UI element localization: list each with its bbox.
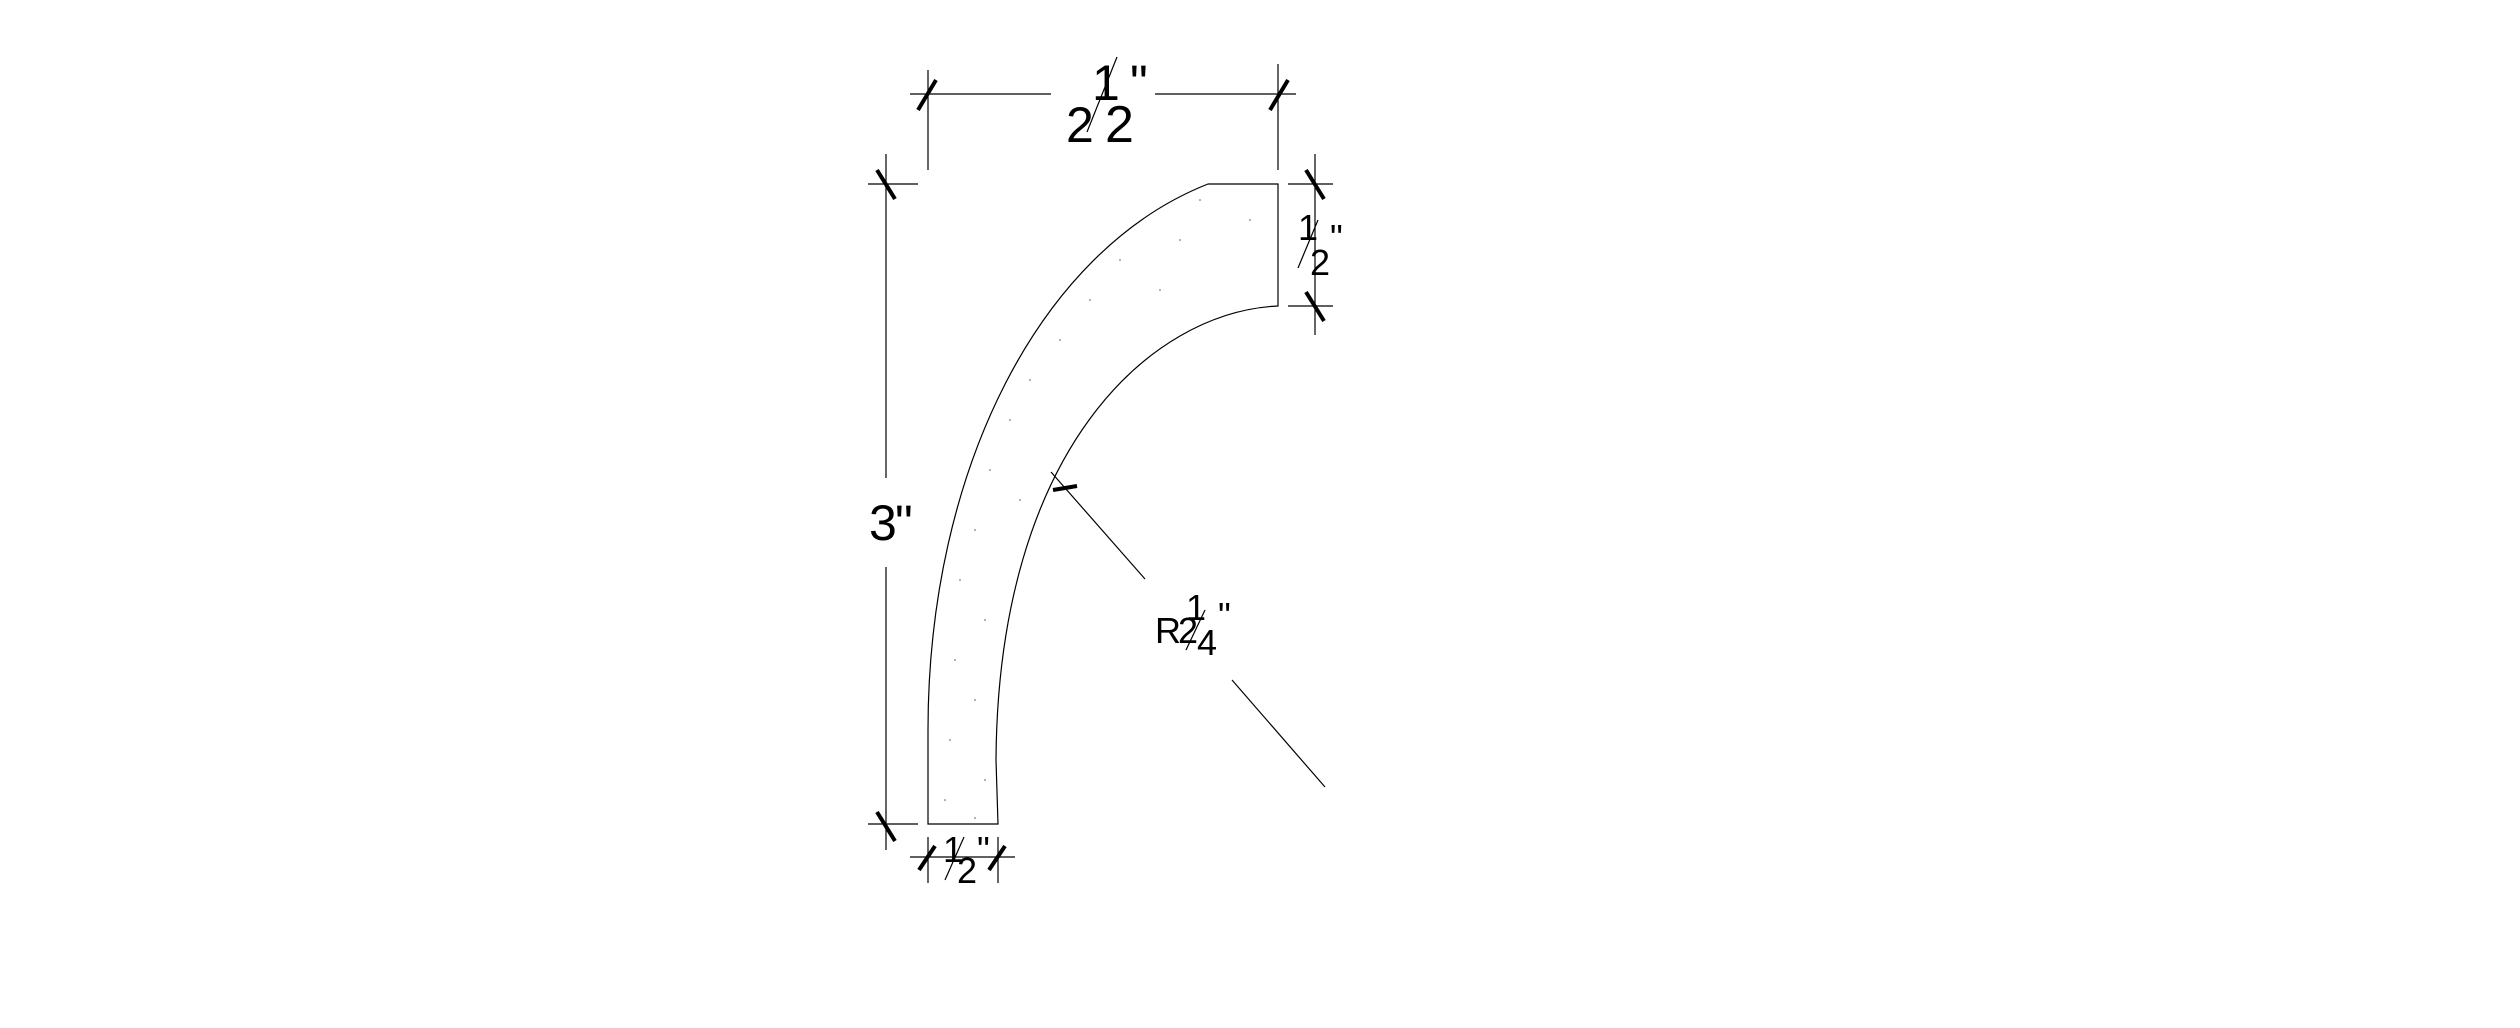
radius-dimension: R 2 1 4 " <box>1050 471 1326 788</box>
top-thickness-numerator: 1 <box>1298 207 1318 248</box>
top-thickness-denominator: 2 <box>1310 242 1330 283</box>
radius-prefix: R <box>1155 610 1181 651</box>
bottom-thickness-dimension: 1 2 " <box>910 829 1015 891</box>
bottom-thickness-denominator: 2 <box>957 850 977 891</box>
radius-unit: " <box>1218 595 1231 636</box>
width-unit: " <box>1130 55 1148 111</box>
bottom-thickness-numerator: 1 <box>943 829 963 870</box>
radius-denominator: 4 <box>1197 622 1217 663</box>
width-denominator: 2 <box>1105 96 1134 154</box>
material-stipple <box>944 199 1251 819</box>
width-dimension: 2 1 2 " <box>910 55 1296 170</box>
height-dimension: 3 " <box>868 154 918 850</box>
top-thickness-unit: " <box>1330 217 1343 258</box>
height-unit: " <box>895 495 913 551</box>
bottom-thickness-unit: " <box>977 829 990 870</box>
top-thickness-dimension: 1 2 " <box>1288 154 1343 335</box>
height-whole: 3 <box>869 495 897 551</box>
width-numerator: 1 <box>1092 55 1120 111</box>
molding-profile <box>927 183 1279 825</box>
radius-whole: 2 <box>1178 610 1198 651</box>
